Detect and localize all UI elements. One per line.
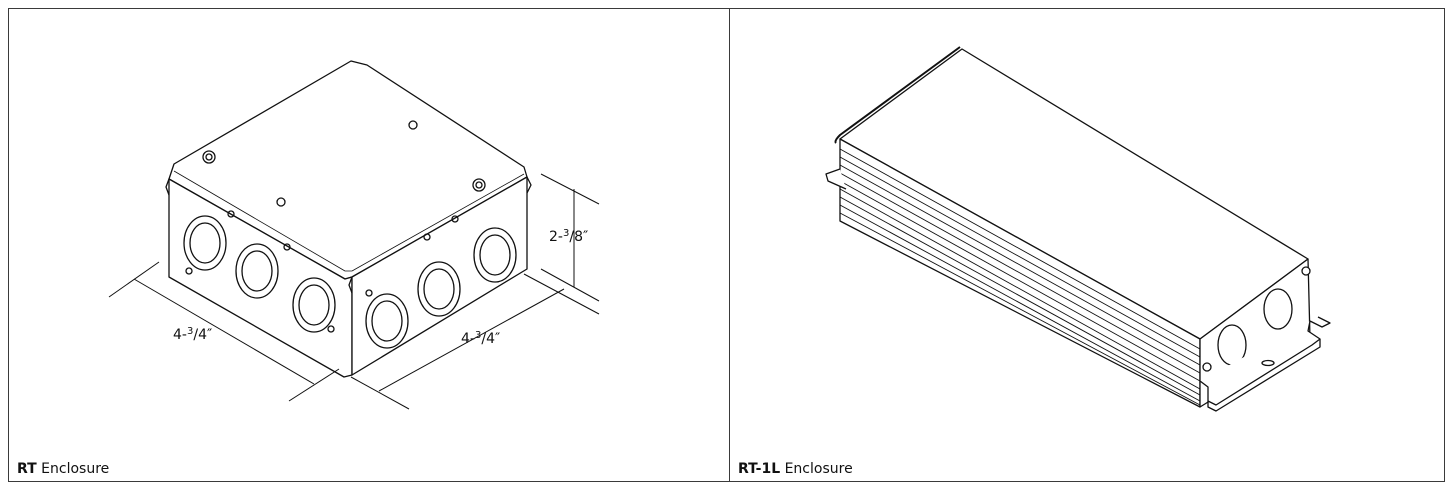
rt-1l-left-flange [825,168,847,190]
rt-1l-enclosure-illustration [825,46,1331,412]
rt-enclosure-panel: 2-3/8″ 4-3/4″ 4-3/4″ RT Enclosure [8,8,730,482]
rt-width-dimension [108,261,340,402]
rt-left-knockouts [183,210,336,333]
rt-caption-model: RT [17,461,37,477]
rt-1l-caption-suffix: Enclosure [784,461,853,477]
rt-1l-end-flange [1199,320,1321,406]
rt-right-knockouts [365,215,517,349]
rt-1l-enclosure-panel: RT-1L Enclosure [729,8,1445,482]
rt-1l-enclosure-caption: RT-1L Enclosure [738,461,853,477]
rt-depth-dimension [350,273,600,410]
rt-height-dimension [540,173,600,302]
rt-depth-label: 4-3/4″ [461,330,500,347]
rt-1l-side-ribs [839,148,1201,406]
rt-enclosure-illustration: 2-3/8″ 4-3/4″ 4-3/4″ [108,60,600,410]
rt-height-label: 2-3/8″ [549,228,588,245]
rt-caption-suffix: Enclosure [41,461,110,477]
rt-width-label: 4-3/4″ [173,326,212,343]
rt-1l-caption-model: RT-1L [738,461,781,477]
rt-enclosure-caption: RT Enclosure [17,461,109,477]
